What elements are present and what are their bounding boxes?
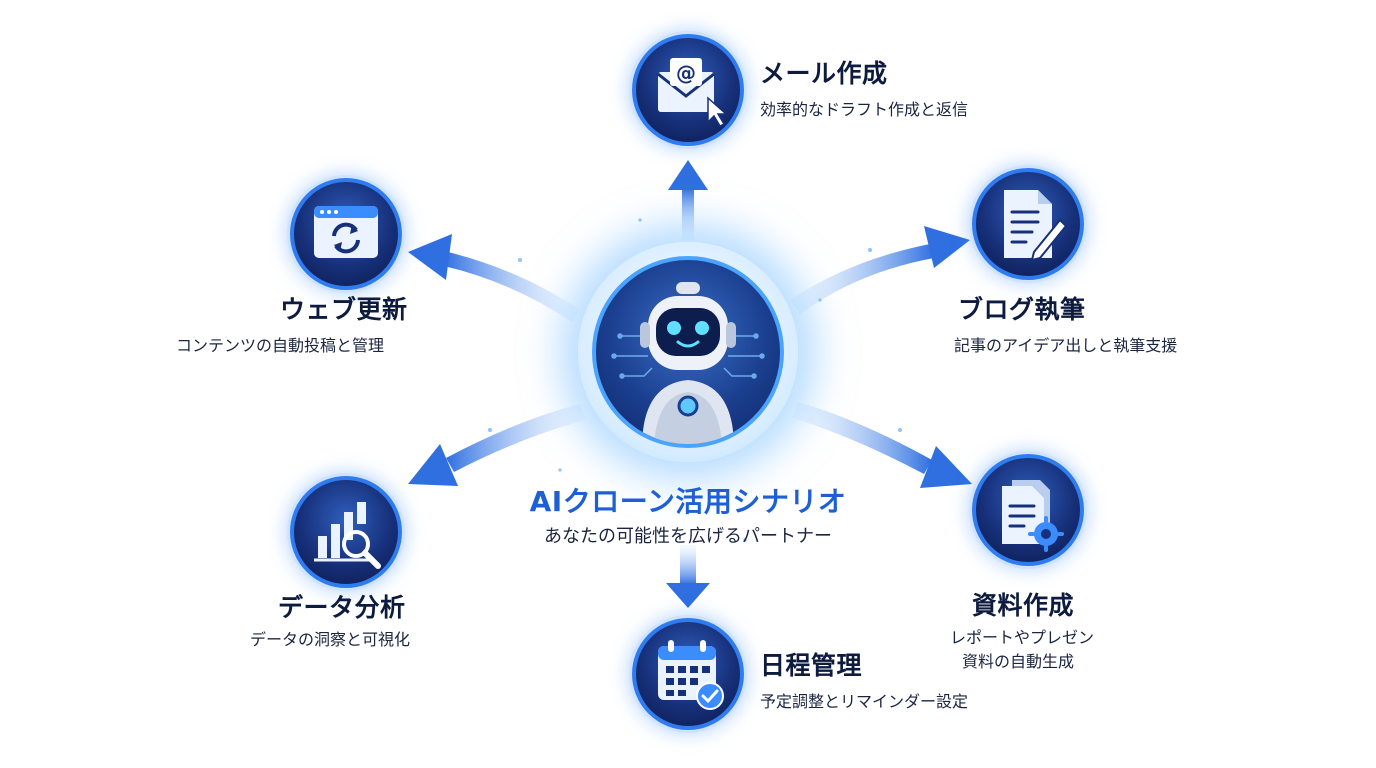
schedule-desc: 予定調整とリマインダー設定 (760, 692, 969, 711)
data-desc: データの洞察と可視化 (250, 630, 411, 649)
arrow-to-email (668, 160, 708, 240)
email-icon: @ (632, 34, 744, 146)
arrow-to-docs (792, 402, 972, 488)
docs-desc-line2: 資料の自動生成 (962, 652, 1075, 671)
browser-refresh-icon (290, 178, 402, 290)
arrow-to-schedule (666, 545, 710, 608)
arrow-to-web (408, 234, 580, 322)
svg-text:@: @ (676, 61, 696, 85)
document-pen-icon (972, 168, 1084, 280)
schedule-title: 日程管理 (760, 651, 863, 680)
calendar-icon (632, 618, 744, 730)
blog-title: ブログ執筆 (958, 295, 1086, 324)
email-title: メール作成 (760, 59, 888, 88)
arrow-to-blog (790, 226, 970, 314)
docs-desc-line1: レポートやプレゼン (950, 628, 1095, 647)
email-desc: 効率的なドラフト作成と返信 (760, 100, 969, 119)
center-subtitle: あなたの可能性を広げるパートナー (544, 526, 832, 547)
docs-title: 資料作成 (972, 591, 1075, 620)
web-title: ウェブ更新 (280, 295, 408, 324)
chart-search-icon (290, 476, 402, 588)
sparkles (488, 218, 902, 542)
document-gear-icon (972, 454, 1084, 566)
web-desc: コンテンツの自動投稿と管理 (176, 336, 385, 355)
robot-icon (592, 256, 784, 448)
data-title: データ分析 (278, 593, 406, 622)
center-title: AIクローン活用シナリオ (529, 485, 847, 518)
blog-desc: 記事のアイデア出しと執筆支援 (954, 336, 1178, 355)
arrow-to-data (408, 404, 586, 486)
